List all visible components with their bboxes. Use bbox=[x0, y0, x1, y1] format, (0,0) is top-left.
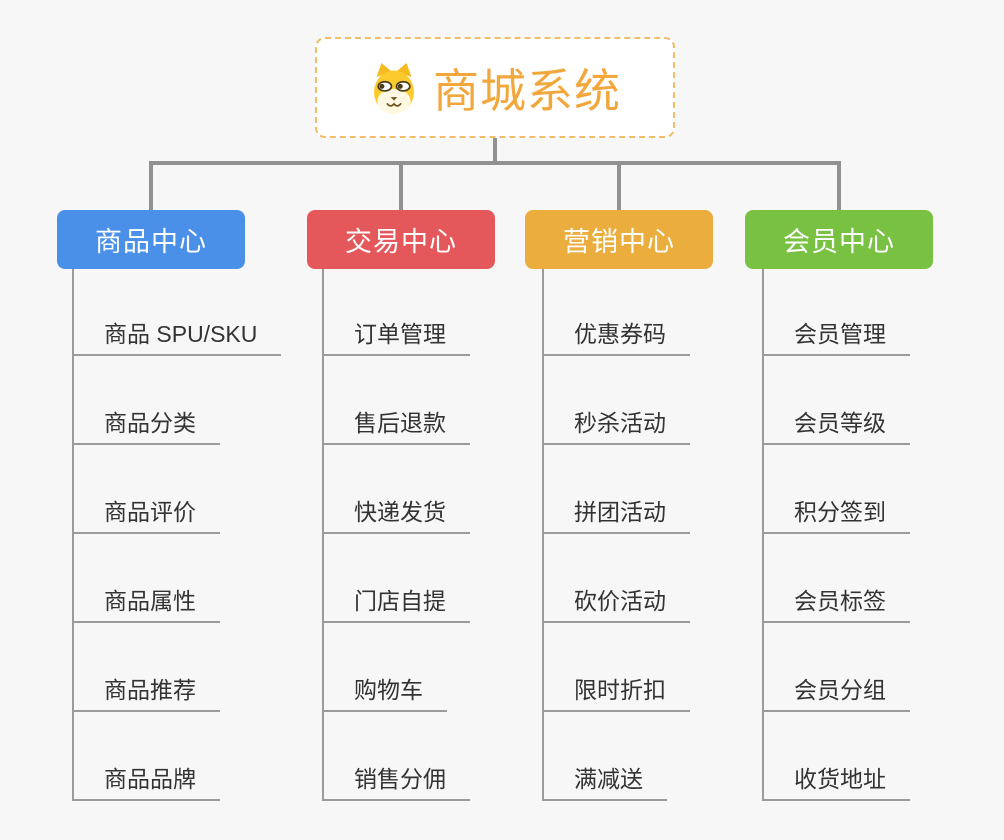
tree-item-full-reduction[interactable]: 满减送 bbox=[542, 757, 667, 801]
shiba-dog-icon bbox=[369, 60, 419, 116]
branch-node-trade-center[interactable]: 交易中心 bbox=[307, 210, 495, 269]
branch-node-product-center[interactable]: 商品中心 bbox=[57, 210, 245, 269]
branch-node-marketing-center[interactable]: 营销中心 bbox=[525, 210, 713, 269]
connector-drop-marketing bbox=[617, 161, 621, 210]
tree-item-member-level[interactable]: 会员等级 bbox=[762, 401, 910, 445]
tree-item-shipping-address[interactable]: 收货地址 bbox=[762, 757, 910, 801]
branch-label: 营销中心 bbox=[563, 227, 675, 257]
connector-drop-trade bbox=[399, 161, 403, 210]
tree-item-express-delivery[interactable]: 快递发货 bbox=[322, 490, 470, 534]
tree-item-limited-time-discount[interactable]: 限时折扣 bbox=[542, 668, 690, 712]
tree-item-member-tag[interactable]: 会员标签 bbox=[762, 579, 910, 623]
connector-drop-member bbox=[837, 161, 841, 210]
root-node-mall-system[interactable]: 商城系统 bbox=[315, 37, 675, 138]
tree-item-sales-commission[interactable]: 销售分佣 bbox=[322, 757, 470, 801]
tree-item-product-attribute[interactable]: 商品属性 bbox=[72, 579, 220, 623]
trunk-line bbox=[762, 269, 764, 801]
tree-item-member-group[interactable]: 会员分组 bbox=[762, 668, 910, 712]
tree-item-product-spu-sku[interactable]: 商品 SPU/SKU bbox=[72, 312, 282, 356]
root-title: 商城系统 bbox=[433, 64, 621, 117]
trunk-line bbox=[542, 269, 544, 801]
branch-label: 交易中心 bbox=[345, 227, 457, 257]
tree-item-coupon-code[interactable]: 优惠券码 bbox=[542, 312, 690, 356]
tree-item-flash-sale[interactable]: 秒杀活动 bbox=[542, 401, 690, 445]
tree-item-bargain-activity[interactable]: 砍价活动 bbox=[542, 579, 690, 623]
tree-item-product-category[interactable]: 商品分类 bbox=[72, 401, 220, 445]
connector-horizontal bbox=[149, 161, 841, 165]
tree-item-store-pickup[interactable]: 门店自提 bbox=[322, 579, 470, 623]
tree-item-order-management[interactable]: 订单管理 bbox=[322, 312, 470, 356]
branch-node-member-center[interactable]: 会员中心 bbox=[745, 210, 933, 269]
tree-item-member-management[interactable]: 会员管理 bbox=[762, 312, 910, 356]
tree-item-product-recommend[interactable]: 商品推荐 bbox=[72, 668, 220, 712]
branch-label: 商品中心 bbox=[95, 227, 207, 257]
tree-item-points-checkin[interactable]: 积分签到 bbox=[762, 490, 910, 534]
tree-item-aftersale-refund[interactable]: 售后退款 bbox=[322, 401, 470, 445]
tree-item-product-brand[interactable]: 商品品牌 bbox=[72, 757, 220, 801]
trunk-line bbox=[322, 269, 324, 801]
connector-root-drop bbox=[493, 138, 497, 165]
trunk-line bbox=[72, 269, 74, 801]
connector-drop-product bbox=[149, 161, 153, 210]
tree-item-product-review[interactable]: 商品评价 bbox=[72, 490, 220, 534]
tree-item-group-buy[interactable]: 拼团活动 bbox=[542, 490, 690, 534]
tree-item-shopping-cart[interactable]: 购物车 bbox=[322, 668, 447, 712]
branch-label: 会员中心 bbox=[783, 227, 895, 257]
